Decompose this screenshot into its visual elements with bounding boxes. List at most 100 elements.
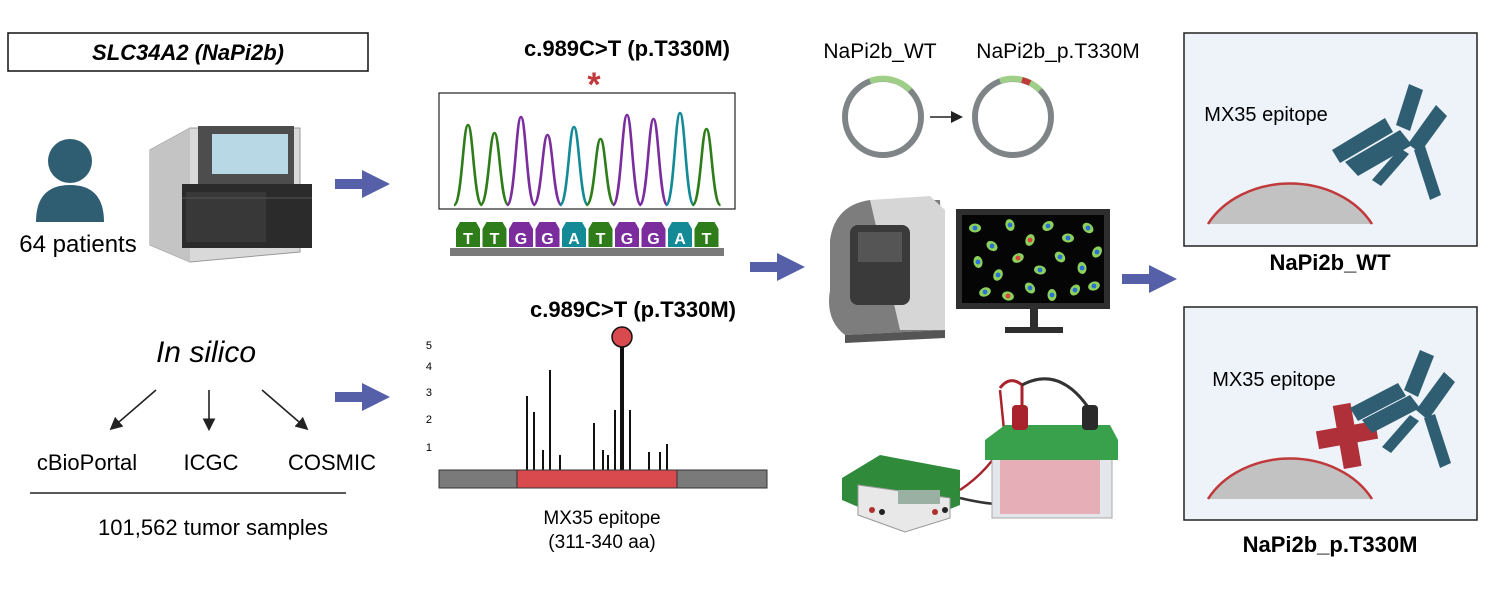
base-call-tile [641,222,666,247]
panel-wt-epitope-label: MX35 epitope [1204,104,1327,126]
blocked-cross-icon [1315,402,1379,470]
base-call-tile [615,222,639,247]
y-tick-label: 1 [426,442,432,454]
chromatogram-peak [664,111,696,207]
base-call-letter: A [568,231,580,248]
base-call-tile [562,222,586,247]
lollipop-stems [526,326,668,470]
chromatogram-peak [638,117,669,207]
cell-nucleus [989,243,995,249]
panel-mut-epitope-label: MX35 epitope [1212,369,1335,391]
chromatogram-peak [505,115,537,207]
panel-mut: MX35 epitope [1183,306,1478,521]
cell-nucleus [1027,285,1033,291]
cell-nucleus [975,259,981,265]
base-call-letter: G [647,231,659,248]
power-supply-icon [842,455,960,533]
monitor-icon [956,209,1110,333]
cell-nucleus [1037,267,1043,273]
lollipop-y-axis: 1 2 3 4 5 [426,340,432,454]
sequencer-icon [149,126,312,263]
source-cbioportal: cBioPortal [37,450,137,475]
lollipop-mutation-label: c.989C>T (p.T330M) [530,297,736,322]
y-tick-label: 5 [426,340,432,352]
y-tick-label: 4 [426,361,432,373]
cell-nucleus [1027,237,1033,243]
chromatogram-mutation-label: c.989C>T (p.T330M) [524,36,730,61]
cell-nucleus [1072,287,1078,293]
arrow-to-chromatogram [335,170,390,198]
cell-nucleus [982,289,988,295]
panel-mut-caption: NaPi2b_p.T330M [1243,532,1418,557]
cell-nucleus [1005,293,1011,299]
cell-nucleus [1049,292,1055,298]
source-icgc: ICGC [184,450,239,475]
base-call-letter: G [621,231,633,248]
plasmid-wt-icon [842,75,924,158]
cell-nucleus [1007,222,1013,228]
plasmid-mut-label: NaPi2b_p.T330M [976,40,1139,63]
base-call-tile [588,222,613,247]
chromatogram-peak [452,123,484,207]
patients-label: 64 patients [19,231,136,258]
cell-nucleus [1015,255,1021,261]
lollipop-epitope-label: MX35 epitope [543,508,660,529]
in-silico-arrows [109,389,309,432]
arrow-to-validation [750,253,805,281]
chromatogram-peak [558,125,590,207]
chromatogram-peak [611,113,643,207]
chromatogram-peak [585,137,616,207]
base-call-tile [668,222,692,247]
base-call-tile [694,222,719,247]
cell-nucleus [1091,283,1097,289]
plasmid-wt-label: NaPi2b_WT [823,40,936,63]
base-call-letter: T [490,231,500,248]
tumor-samples-label: 101,562 tumor samples [98,515,328,540]
antibody-wt-icon [1332,84,1447,200]
cell-nucleus [1085,225,1091,231]
imaging-cytometer-icon [829,196,945,343]
y-tick-label: 3 [426,387,432,399]
cell-nucleus [1045,223,1051,229]
chromatogram-peak [479,131,510,207]
plasmid-mut-icon [972,75,1054,158]
cell-nucleus [972,225,978,231]
gene-box: SLC34A2 (NaPi2b) [7,32,369,72]
base-call-letter: G [541,231,553,248]
y-tick-label: 2 [426,414,432,426]
electrophoresis-tank-icon [959,377,1118,519]
base-call-tile [456,222,480,247]
base-call-letter: G [515,231,527,248]
source-cosmic: COSMIC [288,450,376,475]
base-call-letter: T [596,231,606,248]
cell-nucleus [1065,235,1071,241]
in-silico-title: In silico [156,336,256,369]
cell-nucleus [1057,254,1063,260]
base-call-letter: T [463,231,473,248]
lollipop-epitope-range: (311-340 aa) [548,532,655,553]
hotspot-lollipop-head [611,326,633,348]
chromatogram-traces [452,111,722,207]
arrow-to-lollipop [335,383,390,411]
base-call-tile [509,222,533,247]
base-call-letter: T [702,231,712,248]
fluorescent-cells [969,219,1102,301]
arrow-to-panels [1122,265,1177,293]
person-icon [36,139,104,222]
base-call-tile [482,222,507,247]
cell-nucleus [1094,249,1100,255]
base-call-tile [535,222,560,247]
chromatogram-peak [691,127,722,207]
gene-box-label: SLC34A2 (NaPi2b) [92,40,284,65]
base-call-letter: A [674,231,686,248]
panel-wt: MX35 epitope [1183,32,1478,247]
protein-track [438,469,768,489]
mx35-epitope-domain [516,469,678,489]
cell-nucleus [995,272,1001,278]
cell-nucleus [1079,265,1085,271]
antibody-mut-icon [1350,350,1455,468]
panel-wt-caption: NaPi2b_WT [1269,250,1391,275]
chromatogram-peak [532,133,563,207]
